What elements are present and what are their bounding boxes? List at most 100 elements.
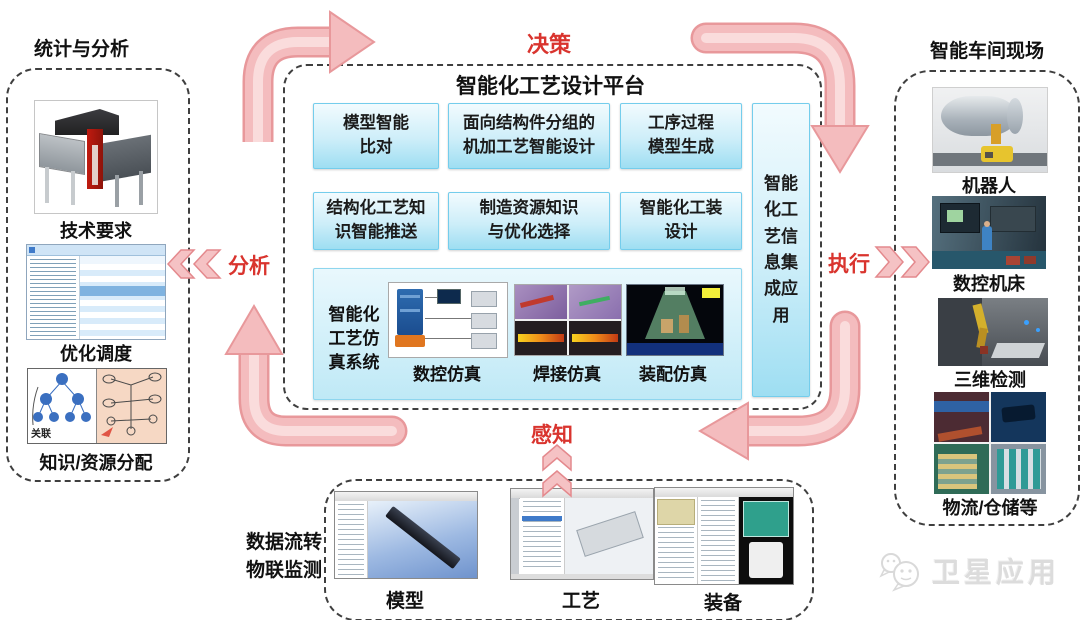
tree-right-half bbox=[97, 369, 166, 443]
weld-sim-grid bbox=[515, 285, 621, 355]
platform-title: 智能化工艺设计平台 bbox=[456, 75, 645, 98]
cnc-red-part bbox=[1006, 256, 1020, 265]
right-panel bbox=[894, 70, 1080, 526]
weld-heat-bar bbox=[572, 333, 618, 342]
logi-red-streak bbox=[938, 426, 983, 442]
insp-blue-glow bbox=[1036, 328, 1040, 332]
robot-image bbox=[932, 87, 1048, 173]
nc-simulation-image bbox=[388, 282, 508, 358]
weld-sim-bottom-right bbox=[569, 321, 621, 355]
flow-label-execution: 执行 bbox=[828, 253, 870, 276]
robot-cylinder-cap bbox=[1007, 98, 1023, 134]
right-caption-robot: 机器人 bbox=[962, 176, 1016, 196]
process-software-image bbox=[510, 488, 654, 580]
logi-bottom-left bbox=[934, 444, 989, 494]
sched-titlebar bbox=[27, 245, 165, 256]
equip-teal-machine bbox=[743, 501, 789, 537]
sched-rows bbox=[80, 264, 165, 339]
robot-cylinder bbox=[941, 96, 1017, 136]
logi-blue-band bbox=[934, 401, 989, 412]
nc-sim-line bbox=[425, 338, 471, 339]
weld-heat-bar bbox=[518, 333, 564, 342]
nc-sim-tower-band bbox=[400, 295, 420, 298]
asm-yellow-tag bbox=[702, 288, 720, 298]
tech-leg bbox=[45, 167, 49, 203]
equip-list-lines bbox=[701, 500, 735, 581]
scheduling-image bbox=[26, 244, 166, 340]
process-tree-panel bbox=[520, 498, 565, 574]
right-caption-cnc: 数控机床 bbox=[953, 274, 1025, 294]
equipment-software-image bbox=[654, 487, 794, 585]
model-viewport bbox=[368, 501, 477, 578]
nc-sim-screen bbox=[437, 289, 461, 304]
sched-blue-band bbox=[80, 286, 165, 296]
asm-capsule-top bbox=[665, 287, 685, 295]
left-panel-title: 统计与分析 bbox=[34, 39, 130, 60]
cnc-red-part bbox=[1024, 256, 1036, 264]
nc-sim-base bbox=[395, 335, 425, 347]
logi-machines bbox=[996, 449, 1041, 489]
sched-tree-panel bbox=[27, 256, 80, 339]
equip-left-panel bbox=[655, 497, 698, 584]
asm-floor bbox=[627, 343, 723, 355]
right-caption-inspection: 三维检测 bbox=[954, 370, 1026, 390]
cnc-screen-content bbox=[947, 210, 963, 222]
nc-sim-line bbox=[425, 297, 437, 298]
weld-sim-top-left bbox=[515, 285, 567, 319]
sched-app-icon bbox=[29, 247, 35, 253]
cnc-machine-image bbox=[932, 196, 1046, 269]
platform-box-resource-select: 制造资源知识 与优化选择 bbox=[448, 192, 610, 250]
weld-green-streak bbox=[579, 296, 611, 307]
left-caption-knowledge: 知识/资源分配 bbox=[39, 453, 153, 473]
platform-box-structure-grouping: 面向结构件分组的 机加工艺智能设计 bbox=[448, 103, 610, 169]
watermark-logo: 卫星应用 bbox=[878, 550, 1060, 592]
equip-mini-picture bbox=[657, 499, 695, 525]
sim-caption-assembly: 装配仿真 bbox=[639, 365, 707, 384]
weld-sim-bottom-left bbox=[515, 321, 567, 355]
tech-leg bbox=[139, 171, 143, 205]
nc-sim-machine bbox=[471, 333, 497, 349]
tech-requirements-image bbox=[34, 100, 158, 214]
process-part bbox=[576, 511, 644, 557]
bottom-caption-equipment: 装备 bbox=[703, 593, 742, 614]
left-caption-tech: 技术要求 bbox=[60, 221, 132, 241]
logistics-image bbox=[934, 392, 1046, 494]
platform-box-tooling-design: 智能化工装 设计 bbox=[620, 192, 742, 250]
sim-caption-welding: 焊接仿真 bbox=[533, 365, 601, 384]
process-tree-lines bbox=[523, 501, 561, 571]
bottom-caption-process: 工艺 bbox=[561, 591, 600, 612]
logi-top-right bbox=[991, 392, 1046, 442]
platform-box-info-integration: 智能化工艺信息集成应用 bbox=[752, 103, 810, 397]
assembly-simulation-image bbox=[626, 284, 724, 356]
equip-white-machine bbox=[749, 542, 783, 578]
right-panel-title: 智能车间现场 bbox=[930, 41, 1045, 62]
model-tree-panel bbox=[335, 501, 368, 578]
inspection-image bbox=[938, 298, 1048, 366]
insp-white-table bbox=[990, 343, 1046, 358]
cnc-window bbox=[990, 206, 1036, 232]
tech-leg bbox=[71, 171, 75, 205]
robot-arm bbox=[991, 124, 1001, 144]
simulation-system-label: 智能化 工艺仿 真系统 bbox=[328, 305, 380, 372]
cnc-operator-head bbox=[984, 221, 990, 227]
asm-capsule bbox=[645, 291, 705, 339]
robot-agv bbox=[981, 146, 1013, 162]
nc-sim-machine bbox=[471, 313, 497, 329]
asm-cargo bbox=[661, 319, 673, 333]
platform-panel bbox=[283, 64, 822, 410]
chat-bubbles-icon bbox=[879, 553, 919, 592]
tech-leg bbox=[115, 175, 119, 207]
equip-left-lines bbox=[658, 527, 694, 581]
platform-box-process-model: 工序过程 模型生成 bbox=[620, 103, 742, 169]
equip-photo-panel bbox=[739, 497, 793, 584]
bottom-caption-model: 模型 bbox=[385, 591, 424, 612]
logi-racks bbox=[938, 454, 977, 489]
insp-blue-glow bbox=[1024, 320, 1029, 325]
flow-label-decision: 决策 bbox=[527, 32, 572, 57]
process-selected-row bbox=[522, 516, 562, 521]
logistics-collage bbox=[934, 392, 1046, 494]
network-sketch-graphic bbox=[101, 372, 162, 437]
equip-list-panel bbox=[698, 497, 739, 584]
platform-box-model-compare: 模型智能 比对 bbox=[313, 103, 439, 169]
process-status-bar bbox=[511, 574, 653, 579]
